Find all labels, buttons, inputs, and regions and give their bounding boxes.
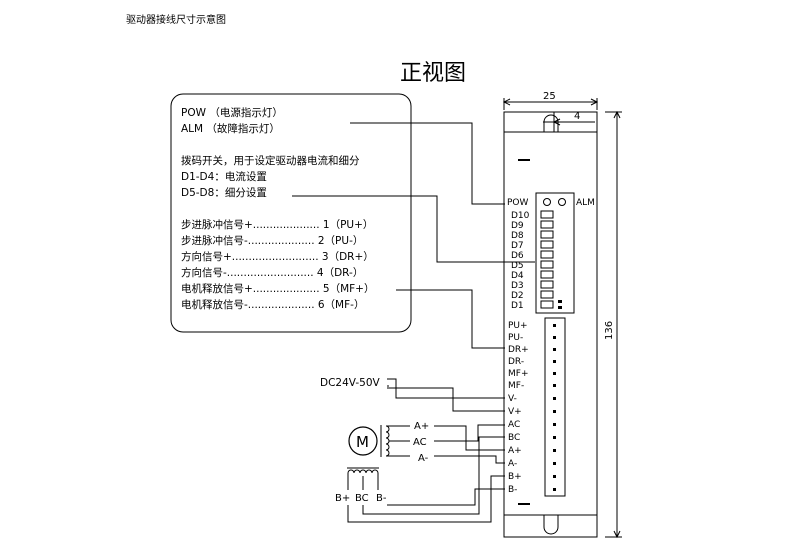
- terminal-pin: [553, 423, 556, 426]
- coil-a-minus-label: A-: [418, 453, 429, 464]
- driver-body: [503, 111, 598, 538]
- motor-wires: [347, 424, 505, 523]
- dimension-lines: [502, 98, 622, 539]
- terminal-block: [544, 317, 566, 497]
- terminal-label-dr-minus: DR-: [508, 357, 524, 367]
- terminal-label-mf-plus: MF+: [508, 369, 528, 379]
- dip-label-d3: D3: [511, 281, 524, 291]
- terminal-label-b-minus: B-: [508, 485, 517, 495]
- legend-pow: POW （电源指示灯）: [181, 106, 283, 119]
- legend-d1-d4: D1-D4：电流设置: [181, 170, 267, 183]
- terminal-pins: [553, 324, 556, 491]
- terminal-pin: [553, 449, 556, 452]
- dip-switch-d1: [540, 300, 554, 309]
- pow-led-icon: [543, 198, 551, 206]
- dip-label-d10: D10: [511, 211, 530, 221]
- dip-switch-d8: [540, 230, 554, 239]
- alm-led-icon: [558, 198, 566, 206]
- motor-symbol: M: [356, 433, 369, 451]
- terminal-label-v-plus: V+: [508, 407, 522, 417]
- dip-switch-d3: [540, 280, 554, 289]
- terminal-pin: [553, 348, 556, 351]
- dip-switch-d5: [540, 260, 554, 269]
- terminal-label-bc: BC: [508, 433, 520, 443]
- legend-dip: 拨码开关，用于设定驱动器电流和细分: [181, 154, 360, 167]
- terminal-label-v-minus: V-: [508, 394, 517, 404]
- dip-marker-icon: [558, 306, 562, 309]
- dim-height: 136: [604, 321, 615, 340]
- terminal-label-pu-minus: PU-: [508, 333, 523, 343]
- dip-switch-d4: [540, 270, 554, 279]
- coil-a-plus-label: A+: [414, 421, 429, 432]
- legend-signal-2: 步进脉冲信号-.................... 2（PU-）: [181, 234, 363, 247]
- terminal-pin: [553, 410, 556, 413]
- alm-label: ALM: [576, 198, 595, 208]
- legend-box: [170, 93, 412, 333]
- dip-switch-bank: [540, 210, 562, 309]
- dip-switch-d2: [540, 290, 554, 299]
- legend-signal-5: 电机释放信号+.................... 5（MF+）: [181, 282, 374, 295]
- coil-ac-label: AC: [413, 437, 427, 448]
- coil-b-icon: [347, 467, 379, 490]
- dip-marker-icon: [558, 300, 562, 303]
- terminal-label-dr-plus: DR+: [508, 345, 529, 355]
- dip-label-d7: D7: [511, 241, 524, 251]
- leader-lines: [292, 122, 535, 349]
- coil-a-icon: [380, 425, 410, 457]
- terminal-pin: [553, 384, 556, 387]
- dip-label-d5: D5: [511, 261, 524, 271]
- legend-signal-3: 方向信号+.......................... 3（DR+）: [181, 250, 374, 263]
- terminal-pin: [553, 436, 556, 439]
- pow-label: POW: [507, 198, 529, 208]
- dip-label-d2: D2: [511, 291, 524, 301]
- page-title: 正视图: [400, 61, 466, 86]
- legend-signal-6: 电机释放信号-.................... 6（MF-）: [181, 298, 364, 311]
- dip-label-d4: D4: [511, 271, 524, 281]
- dip-label-d1: D1: [511, 301, 524, 311]
- dip-switch-d7: [540, 240, 554, 249]
- legend-d5-d8: D5-D8：细分设置: [181, 186, 267, 199]
- header-text: 驱动器接线尺寸示意图: [126, 13, 226, 26]
- indicator-panel: [535, 192, 575, 314]
- dip-switch-d10: [540, 210, 554, 219]
- coil-bc-label: BC: [355, 493, 369, 504]
- dip-label-d9: D9: [511, 221, 524, 231]
- terminal-label-a-plus: A+: [508, 446, 522, 456]
- terminal-pin: [553, 397, 556, 400]
- terminal-label-a-minus: A-: [508, 459, 517, 469]
- legend-signal-4: 方向信号-.......................... 4（DR-）: [181, 266, 363, 279]
- dip-switch-d6: [540, 250, 554, 259]
- terminal-label-pu-plus: PU+: [508, 321, 528, 331]
- terminal-pin: [553, 462, 556, 465]
- coil-b-plus-label: B+: [335, 493, 350, 504]
- power-wires: [387, 378, 505, 412]
- terminal-pin: [553, 372, 556, 375]
- power-label: DC24V-50V: [320, 377, 380, 389]
- legend-alm: ALM （故障指示灯）: [181, 122, 280, 135]
- terminal-pin: [553, 360, 556, 363]
- coil-b-minus-label: B-: [376, 493, 387, 504]
- dim-slot: 4: [574, 111, 580, 122]
- dip-switch-d9: [540, 220, 554, 229]
- terminal-pin: [553, 324, 556, 327]
- legend-signal-1: 步进脉冲信号+.................... 1（PU+）: [181, 218, 373, 231]
- terminal-label-ac: AC: [508, 420, 520, 430]
- terminal-pin: [553, 488, 556, 491]
- terminal-label-b-plus: B+: [508, 472, 522, 482]
- terminal-label-mf-minus: MF-: [508, 381, 524, 391]
- dip-label-d8: D8: [511, 231, 524, 241]
- dim-width: 25: [543, 91, 556, 102]
- motor-icon: [348, 426, 378, 456]
- terminal-pin: [553, 475, 556, 478]
- terminal-pin: [553, 336, 556, 339]
- dip-label-d6: D6: [511, 251, 524, 261]
